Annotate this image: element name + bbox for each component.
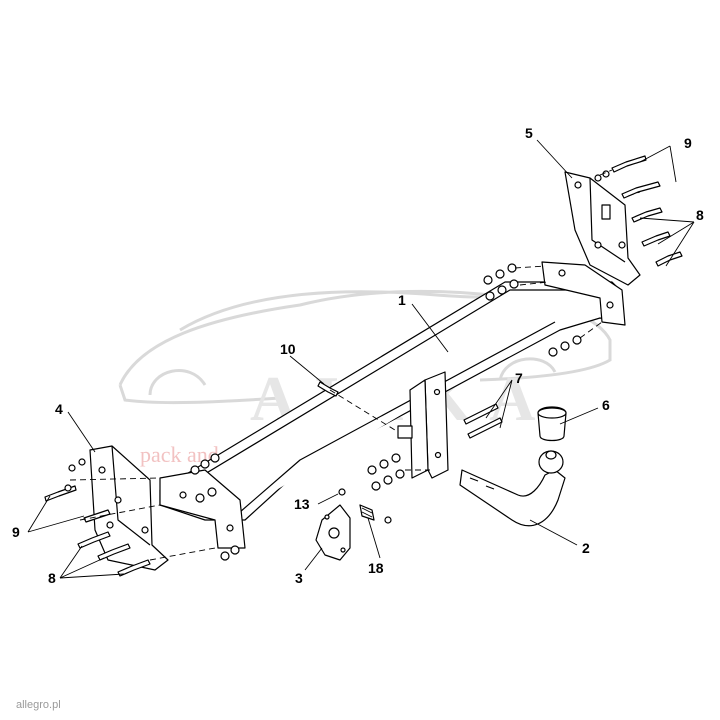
callout-9-left: 9 bbox=[12, 524, 20, 540]
watermark-car-outline bbox=[118, 289, 612, 405]
hardware-right-nuts-row bbox=[483, 263, 582, 357]
callout-6: 6 bbox=[602, 397, 610, 413]
assembly-guide-lines bbox=[69, 169, 641, 561]
spring-bolt-assembly bbox=[359, 504, 392, 524]
socket-mounting-plate bbox=[315, 504, 351, 561]
callout-4: 4 bbox=[55, 401, 63, 417]
callout-3: 3 bbox=[295, 570, 303, 586]
callout-2: 2 bbox=[582, 540, 590, 556]
callout-labels: 1 2 3 4 5 6 7 8 8 9 9 10 13 18 bbox=[12, 125, 704, 586]
callout-8-left: 8 bbox=[48, 570, 56, 586]
callout-leaders bbox=[27, 139, 695, 579]
tow-ball-neck bbox=[459, 450, 566, 527]
callout-10: 10 bbox=[280, 341, 296, 357]
callout-18: 18 bbox=[368, 560, 384, 576]
hardware-left-nuts-row bbox=[190, 453, 240, 561]
callout-5: 5 bbox=[525, 125, 533, 141]
watermark-car-wheel-arch bbox=[148, 357, 557, 396]
tow-ball-cap bbox=[537, 406, 567, 442]
callout-9-right: 9 bbox=[684, 135, 692, 151]
right-crossbar-end-plate bbox=[541, 261, 626, 326]
hardware-center-bolts bbox=[317, 381, 503, 496]
callout-13: 13 bbox=[294, 496, 310, 512]
right-mounting-plate bbox=[564, 171, 641, 286]
main-crossbar bbox=[159, 281, 623, 521]
callout-8-right: 8 bbox=[696, 207, 704, 223]
callout-7: 7 bbox=[515, 370, 523, 386]
callout-1: 1 bbox=[398, 292, 406, 308]
receiver-bracket bbox=[397, 371, 449, 479]
source-watermark: allegro.pl bbox=[16, 699, 61, 711]
hardware-left-bolts bbox=[44, 458, 151, 577]
hardware-right-bolts bbox=[594, 155, 683, 267]
